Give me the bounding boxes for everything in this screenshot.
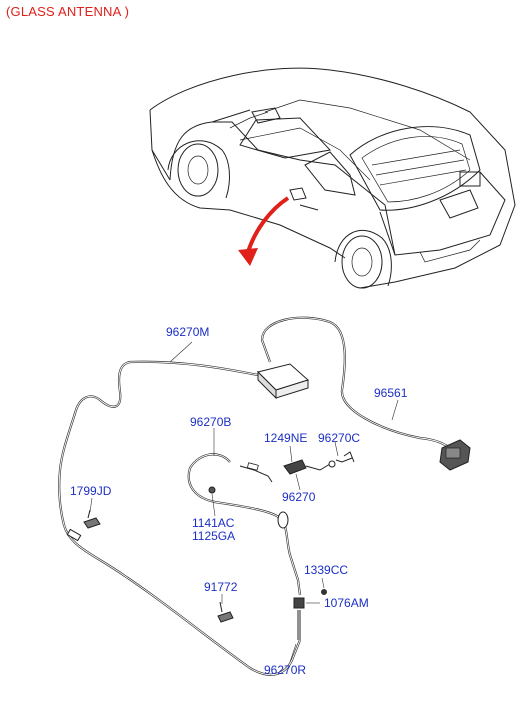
part-label-96270B: 96270B bbox=[190, 415, 232, 429]
part-label-96270M: 96270M bbox=[166, 325, 210, 339]
part-label-96561: 96561 bbox=[374, 386, 408, 400]
part-label-91772: 91772 bbox=[204, 580, 238, 594]
part-label-96270C: 96270C bbox=[318, 431, 361, 445]
cable-96270B bbox=[187, 453, 302, 596]
amplifier-box bbox=[257, 363, 309, 400]
clip-91772 bbox=[217, 601, 234, 623]
part-label-1125GA: 1125GA bbox=[192, 529, 236, 543]
part-label-96270R: 96270R bbox=[264, 663, 307, 677]
grommet-1339CC bbox=[321, 589, 327, 595]
part-label-1799JD: 1799JD bbox=[70, 484, 112, 498]
part-label-1339CC: 1339CC bbox=[304, 563, 349, 577]
module-96270 bbox=[239, 451, 355, 483]
car-illustration bbox=[149, 67, 516, 289]
part-label-1249NE: 1249NE bbox=[264, 431, 308, 445]
clip-1141AC bbox=[208, 486, 216, 494]
grommet-1076AM bbox=[293, 597, 305, 609]
pointer-arrow bbox=[238, 196, 290, 266]
main-cable-96270M bbox=[58, 360, 302, 676]
clip-1799JD bbox=[83, 509, 101, 529]
leader-lines bbox=[89, 341, 399, 663]
part-label-1141AC: 1141AC bbox=[192, 516, 235, 530]
part-label-96270: 96270 bbox=[282, 490, 316, 504]
cable-96561 bbox=[260, 316, 471, 471]
diagram-title: (GLASS ANTENNA ) bbox=[6, 4, 130, 19]
part-label-1076AM: 1076AM bbox=[324, 596, 369, 610]
